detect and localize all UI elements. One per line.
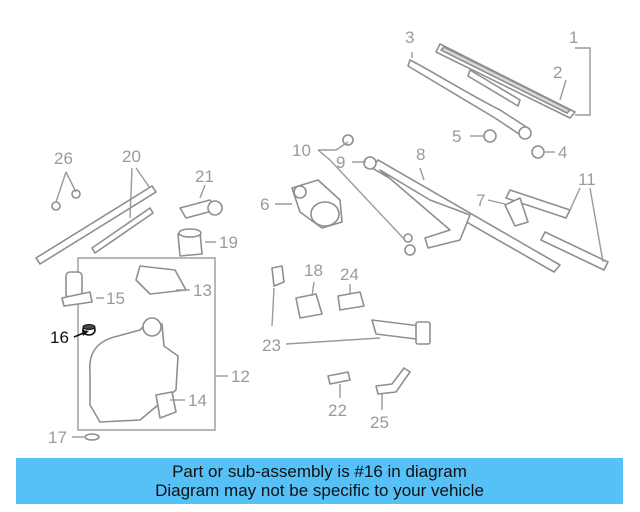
wiper-blade-part[interactable] <box>435 43 576 119</box>
callout-7: 7 <box>476 191 485 210</box>
cap-part[interactable] <box>483 129 497 143</box>
callout-26: 26 <box>54 149 73 168</box>
leader-lines <box>55 47 604 438</box>
callout-21: 21 <box>195 167 214 186</box>
callout-9: 9 <box>336 153 345 172</box>
callout-3: 3 <box>405 28 414 47</box>
callout-24: 24 <box>340 265 359 284</box>
callout-18: 18 <box>304 261 323 280</box>
callout-16: 16 <box>50 328 69 347</box>
callout-23: 23 <box>262 336 281 355</box>
callout-6: 6 <box>260 195 269 214</box>
callout-10: 10 <box>292 141 311 160</box>
callout-14: 14 <box>188 391 207 410</box>
gas-strut-part[interactable] <box>35 185 157 265</box>
parts-diagram: 1 2 3 4 5 6 7 8 9 10 11 12 13 14 15 16 1… <box>35 28 609 447</box>
washer-pump-part[interactable] <box>61 271 93 307</box>
grommet-part[interactable] <box>177 228 203 257</box>
callout-20: 20 <box>122 147 141 166</box>
banner-line-2: Diagram may not be specific to your vehi… <box>155 481 484 500</box>
callout-13: 13 <box>193 281 212 300</box>
sensor-part[interactable] <box>271 265 431 345</box>
callout-25: 25 <box>370 413 389 432</box>
callout-5: 5 <box>452 127 461 146</box>
callout-12: 12 <box>231 367 250 386</box>
washer-reservoir-part[interactable] <box>89 265 187 423</box>
callout-4: 4 <box>558 143 567 162</box>
callout-2: 2 <box>553 63 562 82</box>
callout-8: 8 <box>416 145 425 164</box>
callout-19: 19 <box>219 233 238 252</box>
clip-part[interactable] <box>51 189 81 211</box>
wiper-linkage-part[interactable] <box>342 134 609 273</box>
banner-line-1: Part or sub-assembly is #16 in diagram <box>172 462 467 481</box>
callout-1: 1 <box>569 28 578 47</box>
highlighted-part-16[interactable] <box>82 324 96 336</box>
reservoir-group-frame <box>77 257 216 431</box>
info-banner: Part or sub-assembly is #16 in diagram D… <box>16 458 623 504</box>
callout-labels: 1 2 3 4 5 6 7 8 9 10 11 12 13 14 15 16 1… <box>48 28 596 447</box>
callout-22: 22 <box>328 401 347 420</box>
washer-line-part[interactable] <box>327 367 411 395</box>
callout-15: 15 <box>106 289 125 308</box>
hose-part[interactable] <box>179 199 223 219</box>
wiper-arm-part[interactable] <box>407 59 532 140</box>
callout-11: 11 <box>578 170 596 189</box>
callout-17: 17 <box>48 428 67 447</box>
wiper-motor-part[interactable] <box>291 179 343 229</box>
seal-ring-part[interactable] <box>84 433 100 441</box>
nut-part[interactable] <box>531 145 545 159</box>
